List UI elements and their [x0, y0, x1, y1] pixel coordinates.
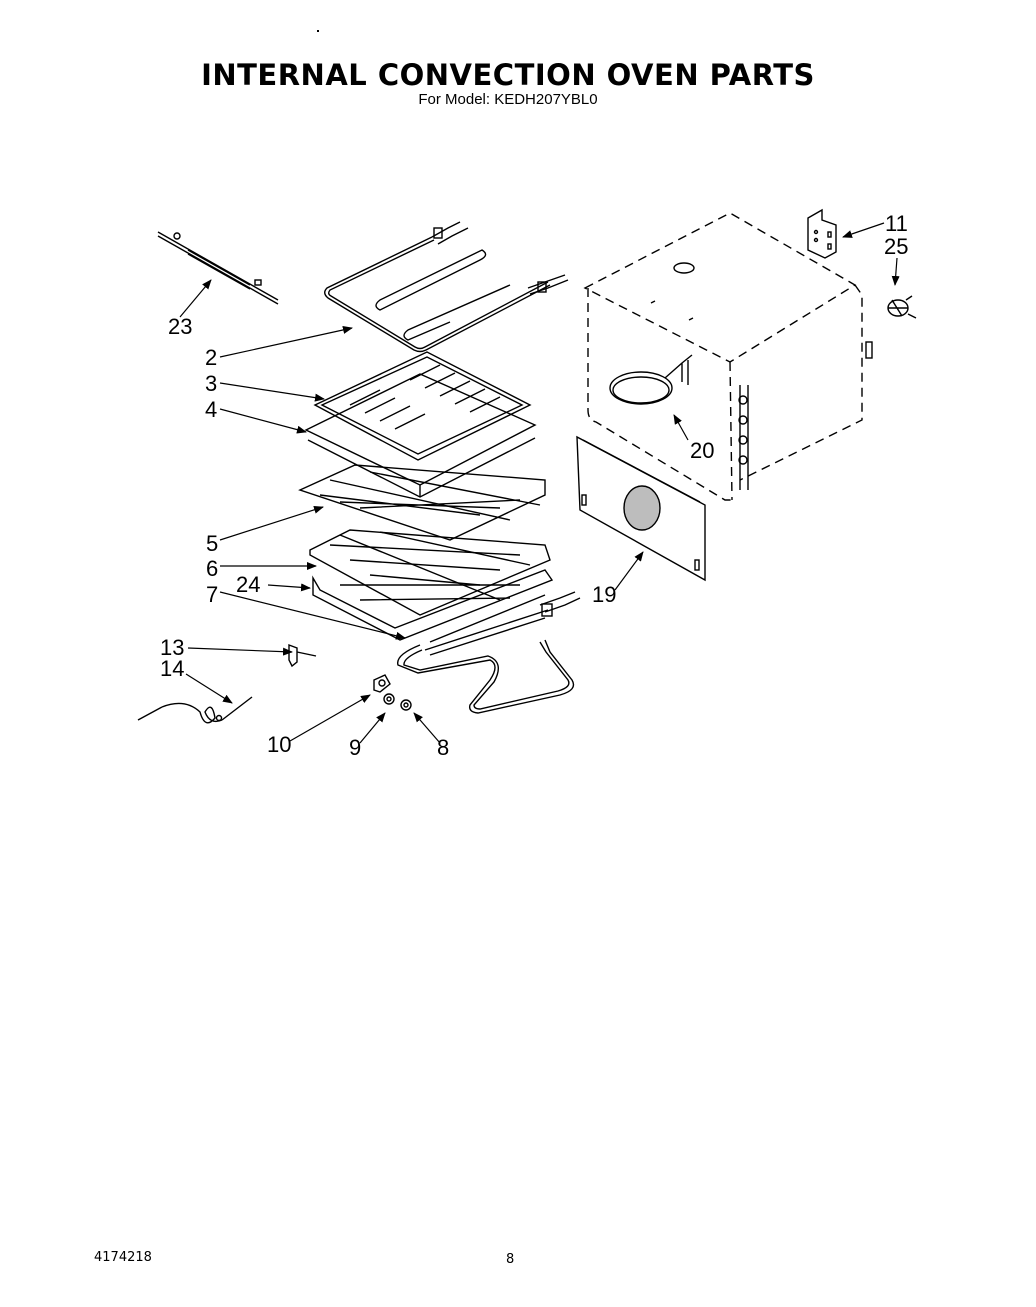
part-10-bracket: [373, 674, 391, 693]
part-13-clip: [288, 643, 317, 668]
part-6-oven-rack: [309, 529, 551, 616]
callout-7: 7: [206, 582, 219, 607]
part-11-bracket: [807, 208, 837, 259]
callout-4: 4: [205, 397, 218, 422]
callout-10: 10: [267, 732, 292, 757]
part-19-fan-cover: [576, 435, 706, 582]
callout-23: 23: [168, 314, 193, 339]
callout-20: 20: [690, 438, 715, 463]
part-3-broil-grid: [313, 351, 532, 461]
part-8-nut: [400, 699, 412, 711]
callout-2: 2: [205, 345, 218, 370]
part-5-oven-rack: [298, 464, 546, 541]
callout-6: 6: [206, 556, 219, 581]
model-subtitle: For Model: KEDH207YBL0: [418, 91, 598, 108]
part-25-clamp: [887, 295, 917, 319]
callout-24: 24: [236, 572, 261, 597]
callout-25: 25: [884, 234, 909, 259]
part-24-rack-support: [312, 569, 554, 641]
callout-14: 14: [160, 656, 185, 681]
callout-5: 5: [206, 531, 219, 556]
part-2-broil-element: [324, 221, 569, 353]
part-20-convection-element: [609, 354, 693, 405]
callout-19: 19: [592, 582, 617, 607]
callout-9: 9: [349, 735, 362, 760]
callout-8: 8: [437, 735, 450, 760]
document-number: 4174218: [94, 1250, 152, 1265]
part-7-bake-element: [396, 591, 581, 714]
part-14-probe: [137, 696, 253, 724]
callout-3: 3: [205, 371, 218, 396]
oven-cavity-details: [650, 262, 873, 490]
part-23-rail: [157, 231, 279, 305]
callout-13: 13: [160, 635, 185, 660]
callout-11: 11: [885, 211, 908, 236]
part-9-washer: [383, 693, 395, 705]
page-number: 8: [506, 1252, 515, 1267]
leader-lines: [179, 222, 900, 744]
page-title: INTERNAL CONVECTION OVEN PARTS: [201, 58, 815, 92]
oven-cavity-dashed: [583, 212, 863, 501]
scan-artifact-dot: [317, 30, 319, 32]
